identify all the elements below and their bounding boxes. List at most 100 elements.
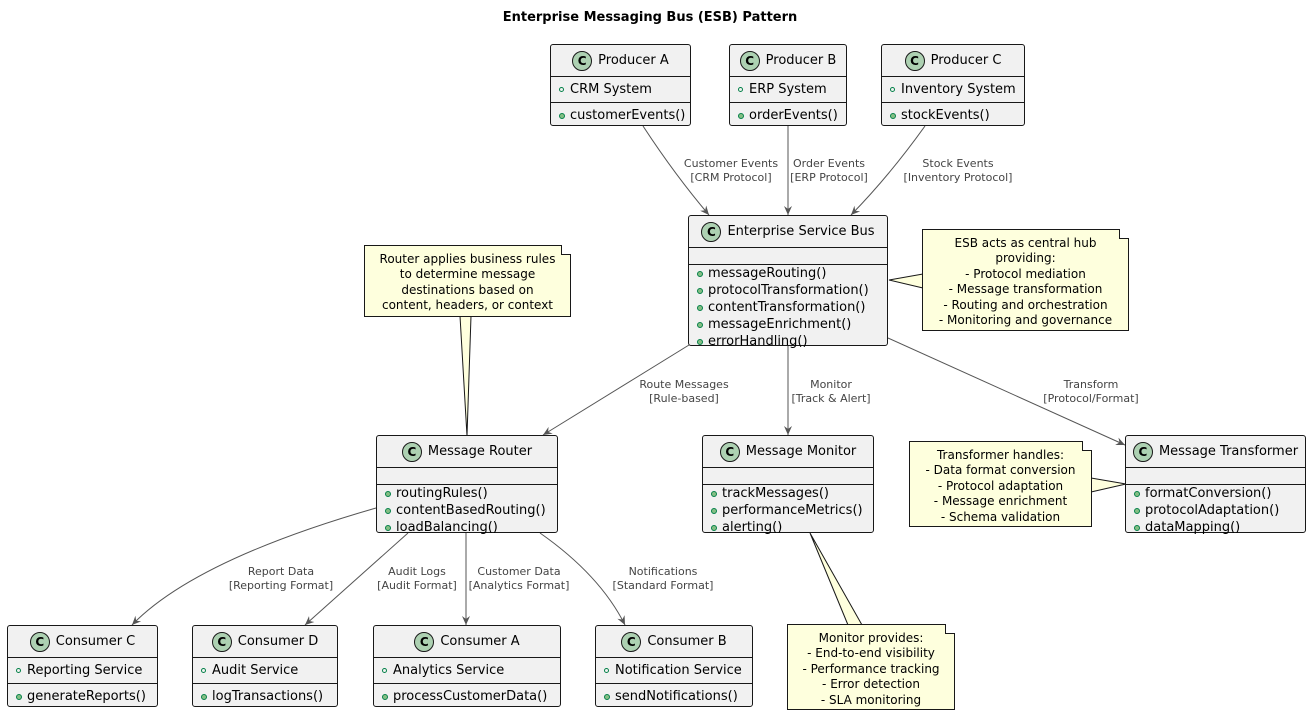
- class-icon: C: [1132, 441, 1153, 462]
- note-router: Router applies business rules to determi…: [364, 245, 571, 317]
- method: generateReports(): [27, 689, 146, 704]
- method: protocolTransformation(): [708, 283, 869, 298]
- class-name: Message Router: [427, 444, 533, 459]
- method: messageRouting(): [708, 266, 827, 281]
- class-name: Consumer C: [55, 634, 136, 649]
- field: Reporting Service: [27, 663, 143, 678]
- class-icon: C: [719, 441, 740, 462]
- public-method-icon: [697, 321, 703, 328]
- method: customerEvents(): [570, 108, 686, 123]
- field: CRM System: [570, 82, 652, 97]
- class-producer-b[interactable]: C Producer B ERP System orderEvents(): [729, 44, 847, 126]
- public-method-icon: [16, 693, 22, 700]
- class-consumer-a[interactable]: C Consumer A Analytics Service processCus…: [373, 625, 561, 707]
- field: Analytics Service: [393, 663, 505, 678]
- public-method-icon: [1134, 524, 1140, 531]
- diagram-title: Enterprise Messaging Bus (ESB) Pattern: [502, 10, 798, 25]
- method: sendNotifications(): [615, 689, 738, 704]
- edge-label-router-consumer-d: Audit Logs[Audit Format]: [377, 565, 457, 592]
- fields-section: [1126, 467, 1305, 484]
- method: loadBalancing(): [396, 520, 498, 535]
- class-name: Consumer A: [440, 634, 520, 649]
- note-link-monitor: [809, 532, 863, 626]
- fields-section: [703, 467, 873, 484]
- method: contentTransformation(): [708, 300, 866, 315]
- method: routingRules(): [396, 486, 488, 501]
- field: ERP System: [749, 82, 827, 97]
- note-fold-corner: [945, 624, 955, 634]
- class-icon: C: [29, 631, 50, 652]
- public-method-icon: [697, 338, 703, 345]
- edge-label-router-consumer-b: Notifications[Standard Format]: [612, 565, 714, 592]
- class-consumer-c[interactable]: C Consumer C Reporting Service generateRe…: [7, 625, 158, 707]
- public-method-icon: [201, 693, 207, 700]
- method: formatConversion(): [1145, 486, 1272, 501]
- public-method-icon: [711, 507, 717, 514]
- public-method-icon: [604, 693, 610, 700]
- note-fold-corner: [1082, 441, 1092, 451]
- edge-label-producer-b: Order Events[ERP Protocol]: [790, 157, 868, 184]
- public-field-icon: [559, 87, 564, 92]
- class-name: Message Transformer: [1158, 444, 1299, 459]
- public-field-icon: [16, 668, 21, 673]
- edge-router-consumer-b: [539, 532, 626, 626]
- class-name: Consumer B: [647, 634, 727, 649]
- public-method-icon: [738, 112, 744, 119]
- class-icon: C: [904, 50, 925, 71]
- public-field-icon: [890, 87, 895, 92]
- edge-producer-a-esb: [642, 125, 710, 216]
- method: protocolAdaptation(): [1145, 503, 1280, 518]
- class-icon: C: [401, 441, 422, 462]
- public-method-icon: [711, 524, 717, 531]
- method: orderEvents(): [749, 108, 838, 123]
- class-message-router[interactable]: C Message Router routingRules() contentBa…: [376, 435, 558, 535]
- edge-esb-router: [542, 344, 690, 436]
- field: Inventory System: [901, 82, 1016, 97]
- public-method-icon: [1134, 490, 1140, 497]
- public-method-icon: [697, 270, 703, 277]
- public-method-icon: [385, 524, 391, 531]
- edge-esb-transformer: [887, 337, 1126, 446]
- edge-router-consumer-d: [304, 532, 409, 626]
- public-method-icon: [559, 112, 565, 119]
- method: performanceMetrics(): [722, 503, 863, 518]
- edge-producer-c-esb: [850, 125, 926, 216]
- note-esb: ESB acts as central hub providing: - Pro…: [922, 229, 1129, 331]
- class-name: Producer C: [930, 53, 1002, 68]
- public-method-icon: [711, 490, 717, 497]
- edge-label-esb-router: Route Messages[Rule-based]: [639, 378, 729, 405]
- method: processCustomerData(): [393, 689, 548, 704]
- class-icon: C: [572, 50, 593, 71]
- method: errorHandling(): [708, 334, 808, 349]
- edge-label-router-consumer-a: Customer Data[Analytics Format]: [468, 565, 570, 592]
- class-icon: C: [621, 631, 642, 652]
- class-name: Producer B: [765, 53, 837, 68]
- public-method-icon: [382, 693, 388, 700]
- method: trackMessages(): [722, 486, 829, 501]
- public-method-icon: [385, 490, 391, 497]
- class-icon: C: [701, 221, 722, 242]
- edge-label-esb-monitor: Monitor[Track & Alert]: [791, 378, 871, 405]
- public-field-icon: [382, 668, 387, 673]
- method: contentBasedRouting(): [396, 503, 546, 518]
- note-link-router: [459, 315, 472, 437]
- public-method-icon: [385, 507, 391, 514]
- class-name: Consumer D: [237, 634, 319, 649]
- class-icon: C: [739, 50, 760, 71]
- note-transformer: Transformer handles: - Data format conve…: [909, 441, 1092, 527]
- field: Audit Service: [212, 663, 299, 678]
- method: messageEnrichment(): [708, 317, 852, 332]
- public-field-icon: [604, 668, 609, 673]
- note-fold-corner: [1119, 229, 1129, 239]
- method: logTransactions(): [212, 689, 324, 704]
- edge-label-router-consumer-c: Report Data[Reporting Format]: [228, 565, 334, 592]
- class-icon: C: [414, 631, 435, 652]
